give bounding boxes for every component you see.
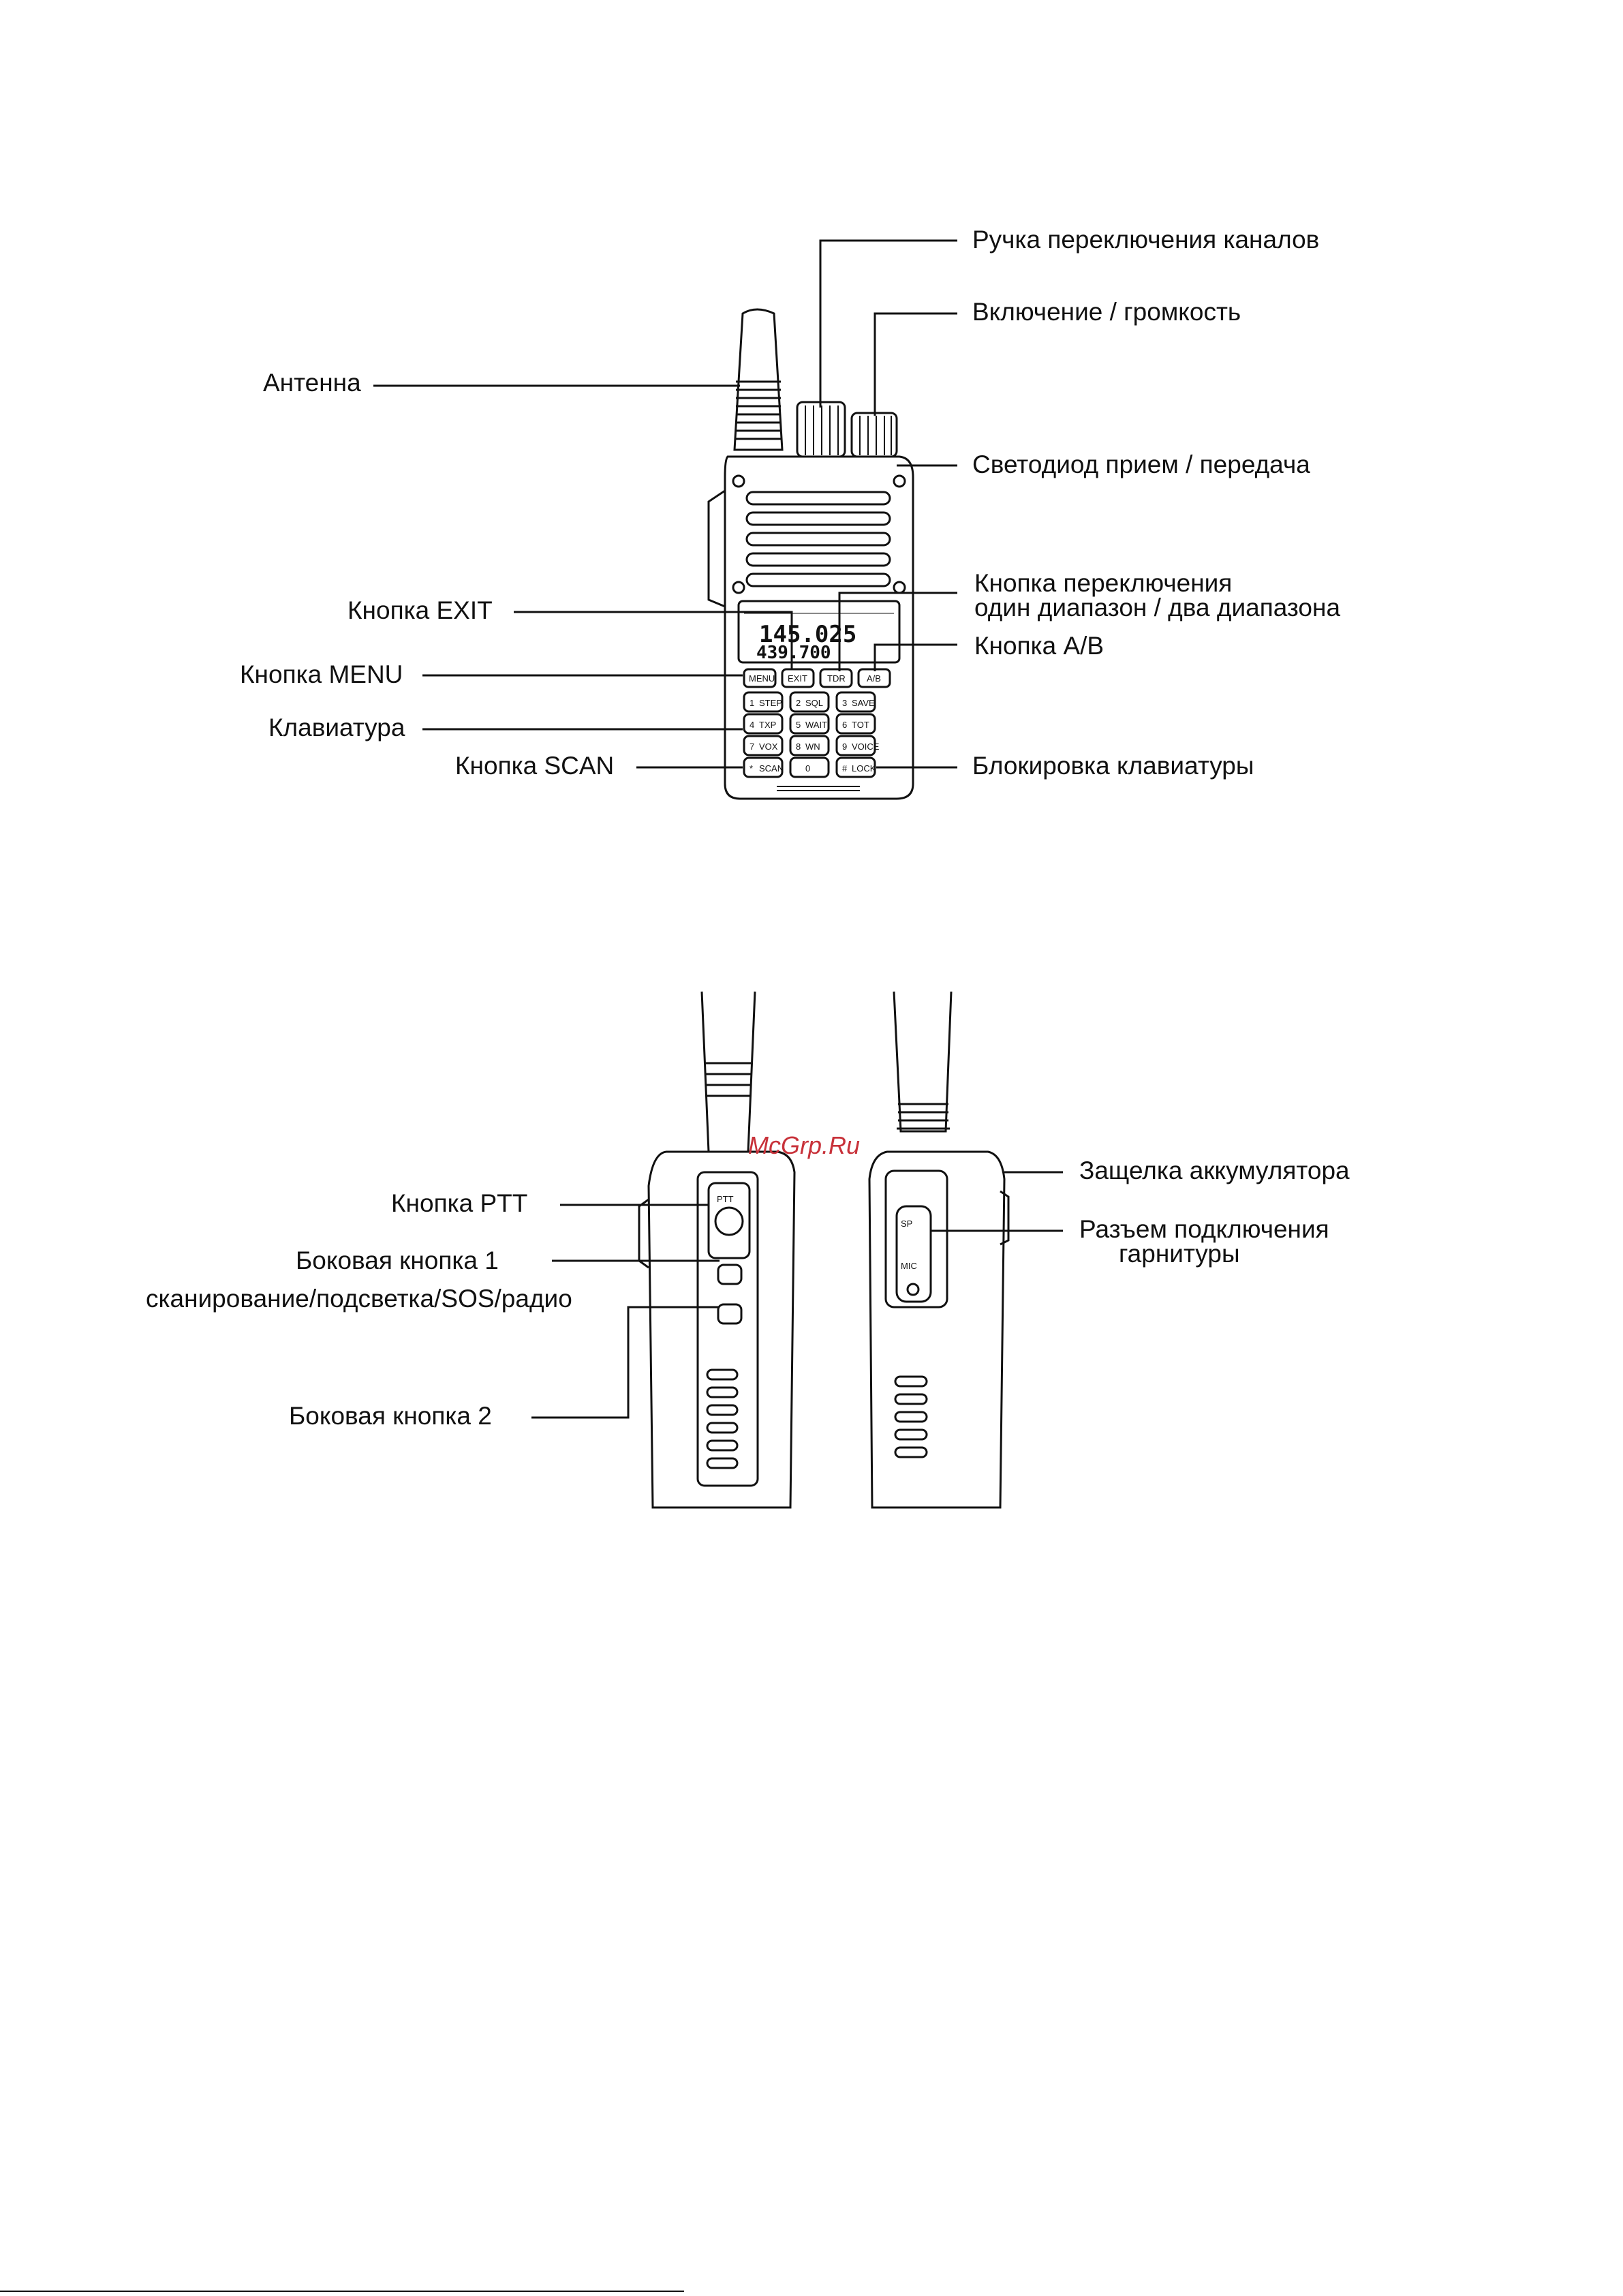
key-1-sub: STEP: [759, 698, 782, 708]
label-keypad: Клавиатура: [268, 714, 405, 741]
ptt-label: PTT: [717, 1194, 734, 1204]
key-5-sub: WAIT: [805, 720, 827, 730]
label-dual-band-2: один диапазон / два диапазона: [974, 594, 1341, 622]
key-7: 7: [749, 741, 754, 752]
key-ab: A/B: [867, 673, 881, 684]
label-side-button-1-functions: сканирование/подсветка/SOS/радио: [146, 1285, 572, 1313]
key-exit: EXIT: [788, 673, 807, 684]
key-5: 5: [796, 720, 801, 730]
key-4-sub: TXP: [759, 720, 776, 730]
key-tdr: TDR: [827, 673, 846, 684]
key-8-sub: WN: [805, 741, 820, 752]
label-exit-button: Кнопка EXIT: [347, 596, 493, 624]
label-keypad-lock: Блокировка клавиатуры: [972, 752, 1254, 780]
label-power-volume: Включение / громкость: [972, 298, 1241, 326]
key-6: 6: [842, 720, 847, 730]
label-led: Светодиод прием / передача: [972, 450, 1310, 478]
key-0: 0: [805, 763, 810, 774]
key-6-sub: TOT: [852, 720, 869, 730]
key-8: 8: [796, 741, 801, 752]
jack-sp-label: SP: [901, 1219, 912, 1229]
key-1: 1: [749, 698, 754, 708]
key-3-sub: SAVE: [852, 698, 875, 708]
label-scan-button: Кнопка SCAN: [455, 752, 615, 780]
key-9: 9: [842, 741, 847, 752]
key-3: 3: [842, 698, 847, 708]
lcd-frequency-b: 439.700: [756, 643, 831, 663]
key-9-sub: VOICE: [852, 741, 880, 752]
label-ab-button: Кнопка A/B: [974, 632, 1104, 660]
key-star: *: [749, 763, 753, 774]
label-channel-knob: Ручка переключения каналов: [972, 226, 1320, 254]
key-hash: #: [842, 763, 848, 774]
key-4: 4: [749, 720, 754, 730]
key-7-sub: VOX: [759, 741, 778, 752]
jack-mic-label: MIC: [901, 1261, 917, 1271]
key-hash-sub: LOCK: [852, 763, 876, 774]
key-star-sub: SCAN: [759, 763, 784, 774]
key-menu: MENU: [749, 673, 775, 684]
key-2: 2: [796, 698, 801, 708]
label-headset-jack-2: гарнитуры: [1119, 1240, 1240, 1268]
key-2-sub: SQL: [805, 698, 823, 708]
label-menu-button: Кнопка MENU: [240, 660, 403, 688]
label-side-button-1: Боковая кнопка 1: [296, 1246, 499, 1274]
label-ptt-button: Кнопка PTT: [391, 1189, 528, 1217]
label-headset-jack-1: Разъем подключения: [1079, 1215, 1329, 1243]
label-battery-latch: Защелка аккумулятора: [1079, 1157, 1350, 1184]
watermark: McGrp.Ru: [748, 1131, 861, 1159]
label-dual-band-1: Кнопка переключения: [974, 569, 1233, 597]
label-antenna: Антенна: [263, 369, 361, 397]
label-side-button-2: Боковая кнопка 2: [289, 1402, 492, 1430]
